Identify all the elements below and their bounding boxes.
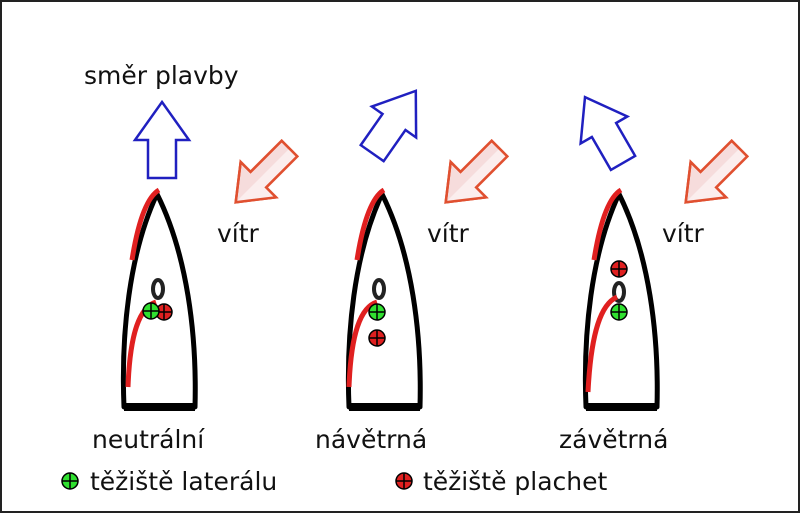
wind-label: vítr: [662, 219, 705, 248]
boat-label: závětrná: [559, 425, 668, 454]
wind-arrow-icon: [666, 129, 759, 222]
boat-lee-helm: vítr závětrná: [559, 82, 759, 454]
sail-center-legend-icon: [395, 472, 413, 490]
heading-arrow-icon: [133, 100, 191, 180]
lateral-center-icon: [368, 303, 386, 321]
direction-label: směr plavby: [84, 61, 239, 90]
boat-neutral: vítr neutrální: [92, 100, 309, 454]
wind-label: vítr: [217, 219, 260, 248]
wind-arrow-icon: [426, 129, 519, 222]
jib-sail: [129, 187, 161, 261]
lateral-center-icon: [142, 302, 160, 320]
wind-label: vítr: [427, 219, 470, 248]
legend-lateral-label: těžiště laterálu: [90, 467, 277, 496]
sail-center-icon: [368, 329, 386, 347]
wind-arrow-icon: [216, 129, 309, 222]
lateral-center-legend-icon: [61, 472, 79, 490]
heading-arrow-icon: [348, 74, 440, 170]
main-sail: [346, 299, 378, 388]
hull-icon: [123, 194, 195, 407]
boat-weather-helm: vítr návětrná: [315, 74, 519, 454]
jib-sail: [354, 187, 386, 261]
jib-sail: [591, 187, 623, 261]
heading-arrow-icon: [560, 82, 648, 178]
lateral-center-icon: [610, 303, 628, 321]
boat-label: návětrná: [315, 425, 427, 454]
legend: těžiště laterálu těžiště plachet: [61, 467, 608, 496]
legend-sails-label: těžiště plachet: [423, 467, 608, 496]
boat-label: neutrální: [92, 425, 205, 454]
mast-icon: [372, 278, 386, 300]
mast-icon: [612, 281, 626, 303]
hull-icon: [348, 194, 420, 407]
mast-icon: [151, 278, 165, 300]
main-sail: [585, 294, 619, 393]
sail-center-icon: [610, 260, 628, 278]
